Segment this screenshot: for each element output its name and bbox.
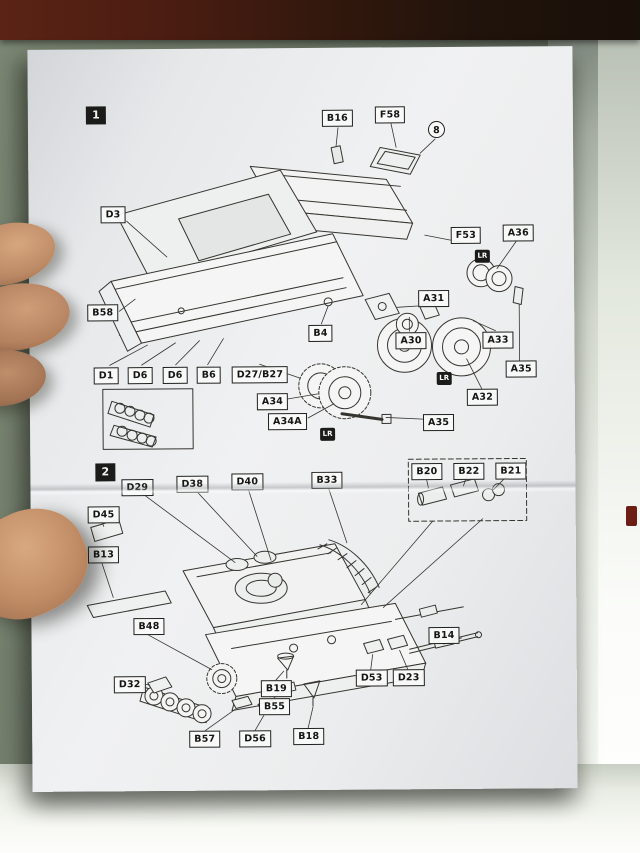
part-label-f53: F53 (450, 226, 482, 244)
part-label-d1: D1 (93, 367, 119, 384)
part-label-d6-1: D6 (127, 367, 153, 384)
instruction-sheet: 1 2 B16 F58 8 D3 F53 A36 B58 A31 B4 A30 … (27, 46, 578, 792)
part-label-b6: B6 (196, 366, 222, 384)
part-label-a34: A34 (256, 393, 289, 410)
part-label-a32: A32 (466, 388, 499, 406)
part-label-b18: B18 (293, 727, 325, 745)
part-label-d3: D3 (100, 206, 126, 223)
part-label-d53: D53 (355, 669, 388, 687)
part-label-d27-b27: D27/B27 (231, 366, 289, 383)
part-label-b4: B4 (308, 324, 333, 342)
part-label-a30: A30 (395, 332, 427, 349)
part-label-d6-2: D6 (162, 366, 188, 384)
step1-hull-drawing (98, 145, 421, 352)
part-label-d56: D56 (239, 730, 272, 747)
part-label-b55: B55 (258, 698, 291, 715)
step1-inset-box (102, 388, 194, 450)
step1-wheels-drawing (298, 258, 524, 424)
red-object (626, 506, 637, 526)
part-label-a31: A31 (418, 289, 450, 307)
part-label-b14: B14 (428, 626, 460, 644)
part-label-f58: F58 (374, 106, 406, 123)
diagram-line-art (86, 122, 528, 732)
part-label-b58: B58 (87, 304, 119, 321)
part-label-b19: B19 (260, 680, 293, 697)
step2-hull-drawing (86, 518, 483, 724)
step-2-number: 2 (95, 463, 116, 482)
shelf-edge (0, 0, 640, 40)
paint-callout-icon: LR (436, 371, 452, 386)
part-label-a35-1: A35 (422, 413, 455, 431)
part-label-b57: B57 (189, 730, 221, 748)
part-label-a35-2: A35 (505, 360, 537, 378)
part-label-b20: B20 (411, 463, 443, 480)
step1-leader-lines (109, 122, 520, 420)
part-label-d45: D45 (87, 506, 120, 524)
part-label-b22: B22 (453, 462, 485, 480)
part-label-d23: D23 (392, 669, 425, 686)
part-label-a34a: A34A (267, 412, 307, 430)
step-1-number: 1 (85, 106, 106, 125)
part-label-b13: B13 (87, 546, 120, 564)
part-label-8: 8 (427, 120, 446, 139)
paint-callout-icon: LR (474, 249, 490, 263)
part-label-b48: B48 (133, 617, 165, 635)
paint-callout-icon: LR (320, 427, 336, 441)
part-label-d32: D32 (113, 676, 146, 693)
part-label-b21: B21 (495, 462, 527, 480)
window-sill-face (598, 40, 640, 853)
part-label-b16: B16 (321, 109, 354, 127)
part-label-a33: A33 (482, 331, 514, 349)
part-label-a36: A36 (502, 224, 534, 242)
